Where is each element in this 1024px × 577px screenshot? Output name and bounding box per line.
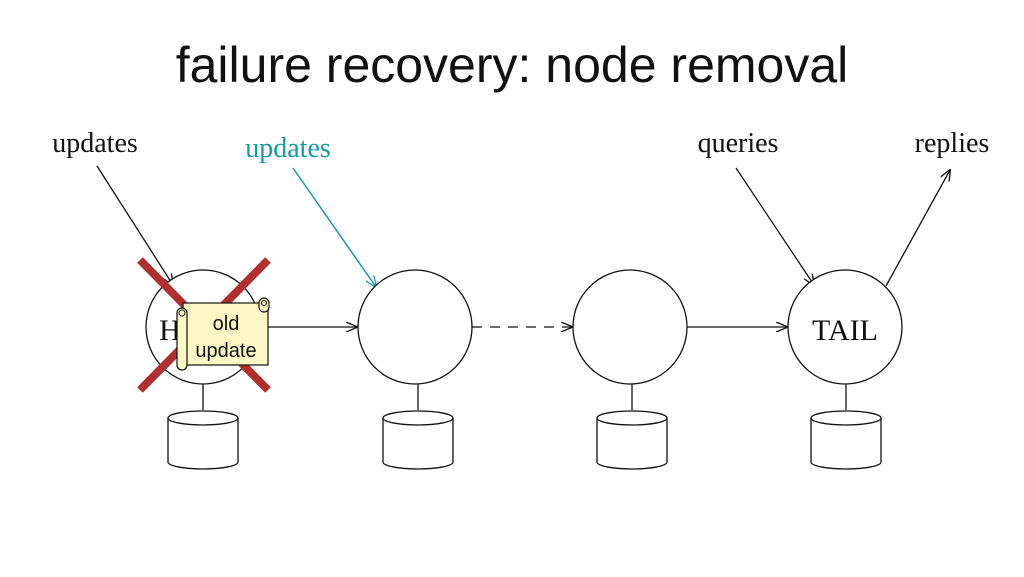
updates-new-label: updates — [245, 133, 331, 164]
replies-arrow — [885, 170, 950, 287]
tail-node — [787, 269, 903, 385]
head-storage-icon — [167, 410, 239, 470]
node3-storage-icon — [596, 410, 668, 470]
replies-label: replies — [915, 128, 990, 159]
head-node-label: H — [159, 314, 181, 347]
node-2 — [357, 269, 473, 385]
tail-storage-icon — [810, 410, 882, 470]
scroll-line-update: update — [195, 340, 256, 362]
old-update-scroll: old update — [176, 297, 270, 371]
node2-storage-icon — [382, 410, 454, 470]
node-3 — [572, 269, 688, 385]
updates-arrow — [96, 165, 173, 285]
queries-arrow — [735, 167, 814, 285]
updates-new-arrow — [292, 167, 376, 287]
slide-title: failure recovery: node removal — [175, 37, 849, 93]
updates-label: updates — [52, 128, 138, 159]
scroll-line-old: old — [213, 313, 240, 335]
queries-label: queries — [698, 128, 779, 159]
tail-node-label: TAIL — [812, 314, 878, 347]
